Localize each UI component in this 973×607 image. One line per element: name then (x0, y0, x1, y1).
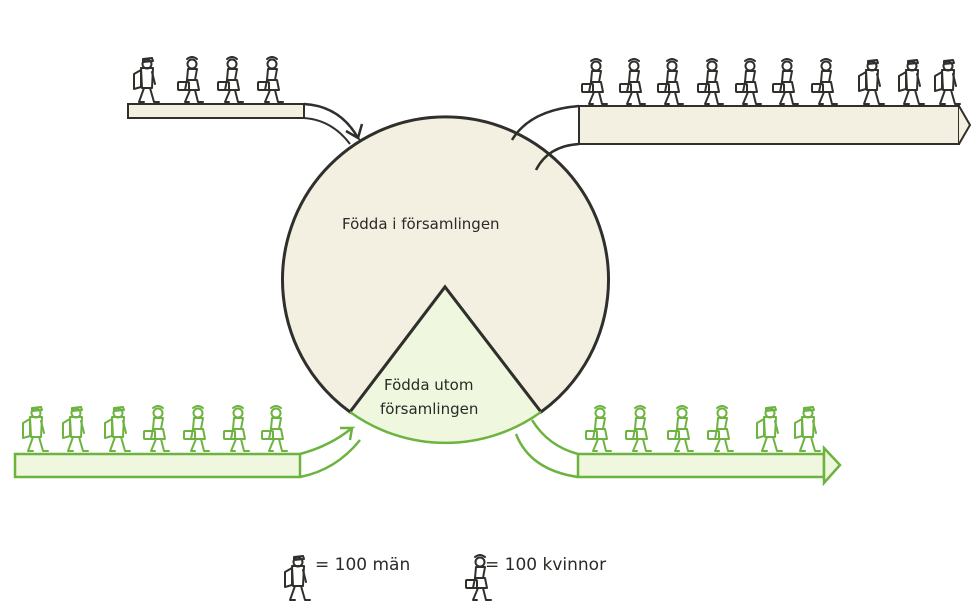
walking-woman-suitcase-icon (177, 56, 204, 103)
walking-woman-suitcase-icon (223, 405, 250, 452)
legend-men-label: = 100 män (315, 555, 411, 575)
walking-woman-suitcase-icon (772, 58, 799, 105)
migrant-in-flow (13, 426, 361, 479)
native-in-flow (127, 102, 364, 145)
walking-man-backpack-icon (104, 406, 131, 452)
walking-man-backpack-icon (756, 406, 783, 452)
walking-woman-suitcase-icon (625, 405, 652, 452)
walking-woman-suitcase-icon (657, 58, 684, 105)
walking-woman-suitcase-icon (667, 405, 694, 452)
native-out-flow (510, 104, 972, 171)
walking-woman-suitcase-icon (261, 405, 288, 452)
walking-man-backpack-icon (62, 406, 89, 452)
walking-woman-suitcase-icon (217, 56, 244, 103)
born-outside-parish-label-line2: församlingen (380, 400, 479, 418)
walking-man-backpack-icon (22, 406, 49, 452)
walking-woman-suitcase-icon (581, 58, 608, 105)
native-population-circle (281, 115, 610, 415)
legend-man-icon (284, 555, 311, 601)
born-outside-parish-label-line1: Födda utom (384, 376, 474, 394)
walking-man-backpack-icon (898, 59, 925, 105)
migrant-out-flow (514, 419, 842, 487)
walking-woman-suitcase-icon (183, 405, 210, 452)
legend-women-label: = 100 kvinnor (485, 555, 607, 575)
walking-woman-suitcase-icon (735, 58, 762, 105)
walking-woman-suitcase-icon (811, 58, 838, 105)
walking-woman-suitcase-icon (585, 405, 612, 452)
walking-man-backpack-icon (794, 406, 821, 452)
born-outside-wedge (348, 284, 543, 445)
walking-man-backpack-icon (858, 59, 885, 105)
walking-woman-suitcase-icon (257, 56, 284, 103)
walking-woman-suitcase-icon (707, 405, 734, 452)
walking-man-backpack-icon (133, 57, 160, 103)
walking-woman-suitcase-icon (619, 58, 646, 105)
walking-woman-suitcase-icon (697, 58, 724, 105)
walking-woman-suitcase-icon (143, 405, 170, 452)
walking-man-backpack-icon (934, 59, 961, 105)
born-in-parish-label: Födda i församlingen (342, 215, 500, 233)
